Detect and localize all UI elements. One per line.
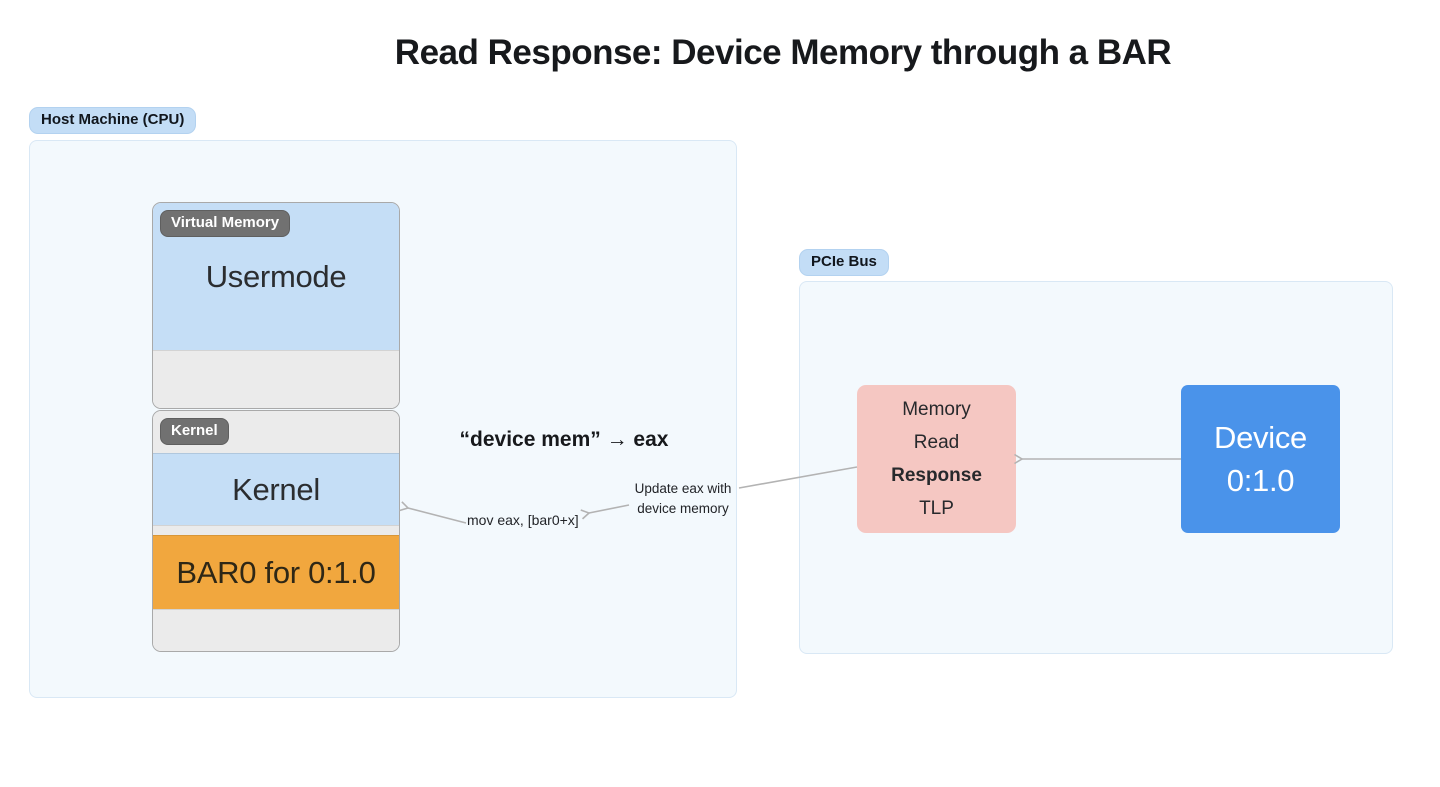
page-title: Read Response: Device Memory through a B…	[394, 33, 1172, 72]
virtual-memory-tag: Virtual Memory	[160, 210, 291, 237]
unused-kernel-memory-section	[153, 609, 399, 651]
kernel-tag: Kernel	[160, 418, 229, 445]
kernel-label: Kernel	[232, 471, 320, 507]
bar0-section: BAR0 for 0:1.0	[153, 535, 399, 609]
memory-read-response-tlp-box: Memory Read Response TLP	[857, 385, 1016, 533]
update-eax-caption: Update eax with device memory	[623, 479, 743, 519]
virtual-memory-group: Virtual Memory Usermode	[152, 202, 400, 409]
device-line-2: 0:1.0	[1226, 463, 1295, 498]
tlp-line-3: Response	[891, 465, 982, 486]
update-eax-caption-line1: Update eax with	[634, 481, 732, 496]
kernel-memory-group: Kernel Kernel BAR0 for 0:1.0	[152, 410, 400, 652]
mov-instruction-caption: mov eax, [bar0+x]	[467, 512, 579, 528]
device-box: Device 0:1.0	[1181, 385, 1340, 533]
host-machine-label: Host Machine (CPU)	[29, 107, 197, 134]
bar0-label: BAR0 for 0:1.0	[176, 554, 376, 590]
gap-section	[153, 525, 399, 535]
tlp-line-4: TLP	[919, 498, 954, 519]
tlp-line-2: Read	[913, 432, 960, 453]
usermode-label: Usermode	[205, 258, 347, 294]
update-eax-caption-line2: device memory	[637, 501, 729, 516]
tlp-line-1: Memory	[902, 399, 971, 420]
pcie-bus-label: PCIe Bus	[799, 249, 889, 276]
device-line-1: Device	[1214, 420, 1307, 455]
usermode-section: Virtual Memory Usermode	[153, 203, 399, 350]
kernel-section: Kernel	[153, 453, 399, 525]
unused-memory-section	[153, 350, 399, 408]
register-result-annotation: “device mem” → eax	[459, 428, 669, 451]
kernel-tag-section: Kernel	[153, 411, 399, 453]
